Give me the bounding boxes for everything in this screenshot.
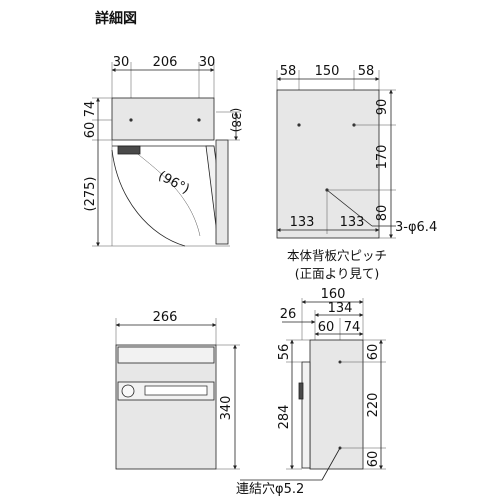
top-plate (111, 97, 215, 141)
page-title: 詳細図 (95, 11, 137, 27)
flap-arc (111, 149, 186, 247)
hole-note: 3-φ6.4 (395, 220, 437, 235)
dim-26: 26 (280, 307, 297, 322)
hinge-block (117, 145, 141, 155)
back-panel-side (215, 139, 229, 245)
dim-60-upper: 60 (366, 344, 381, 361)
mount-hole (197, 118, 201, 122)
dim-80: 80 (375, 205, 390, 222)
dial-lock-icon (121, 384, 135, 398)
mount-hole (129, 118, 133, 122)
name-card-slot (144, 385, 208, 396)
box-side (309, 339, 364, 470)
mail-slot-flap (117, 346, 215, 364)
front-door-edge (301, 361, 311, 469)
back-plate-caption: 本体背板穴ピッチ (正面より見て) (262, 247, 412, 283)
front-view: 266 340 (115, 310, 240, 470)
dim-56: 56 (277, 344, 292, 361)
dim-340: 340 (219, 396, 234, 421)
link-hole-note: 連結穴φ5.2 (236, 482, 304, 497)
dim-74: 74 (83, 101, 98, 118)
box-front (115, 344, 217, 470)
dim-266: 266 (153, 310, 178, 325)
dim-58-left: 58 (280, 64, 297, 79)
dim-206: 206 (153, 55, 178, 70)
side-view-bottom-right: 160 134 26 60 74 56 284 60 220 60 連結穴φ5.… (236, 287, 386, 497)
dim-58-right: 58 (358, 64, 375, 79)
dim-38: (38) (229, 108, 243, 133)
angle-label: (96°) (155, 168, 191, 197)
dim-60-lower: 60 (366, 451, 381, 468)
dim-60-top: 60 (318, 320, 335, 335)
dim-133-left: 133 (290, 215, 315, 230)
dim-284: 284 (277, 405, 292, 430)
caption-line-1: 本体背板穴ピッチ (286, 248, 387, 263)
back-plate-view: 58 150 58 90 170 80 133 133 3-φ6.4 (276, 64, 437, 239)
caption-line-2: (正面より見て) (294, 266, 380, 281)
dim-134: 134 (328, 301, 353, 316)
dim-275: (275) (83, 177, 98, 212)
dim-220: 220 (366, 393, 381, 418)
dim-30-left: 30 (113, 55, 130, 70)
dim-150: 150 (315, 64, 340, 79)
dim-90: 90 (375, 99, 390, 116)
dim-133-right: 133 (340, 215, 365, 230)
handle (298, 382, 304, 400)
dim-74-top: 74 (344, 320, 361, 335)
dim-60: 60 (83, 122, 98, 139)
back-plate (276, 89, 380, 239)
side-view-top-left: 30 206 30 74 60 (275) (96°) (38) (83, 55, 243, 247)
dim-170: 170 (375, 145, 390, 170)
hole (297, 123, 301, 127)
dim-30-right: 30 (199, 55, 216, 70)
dim-160: 160 (321, 287, 346, 302)
